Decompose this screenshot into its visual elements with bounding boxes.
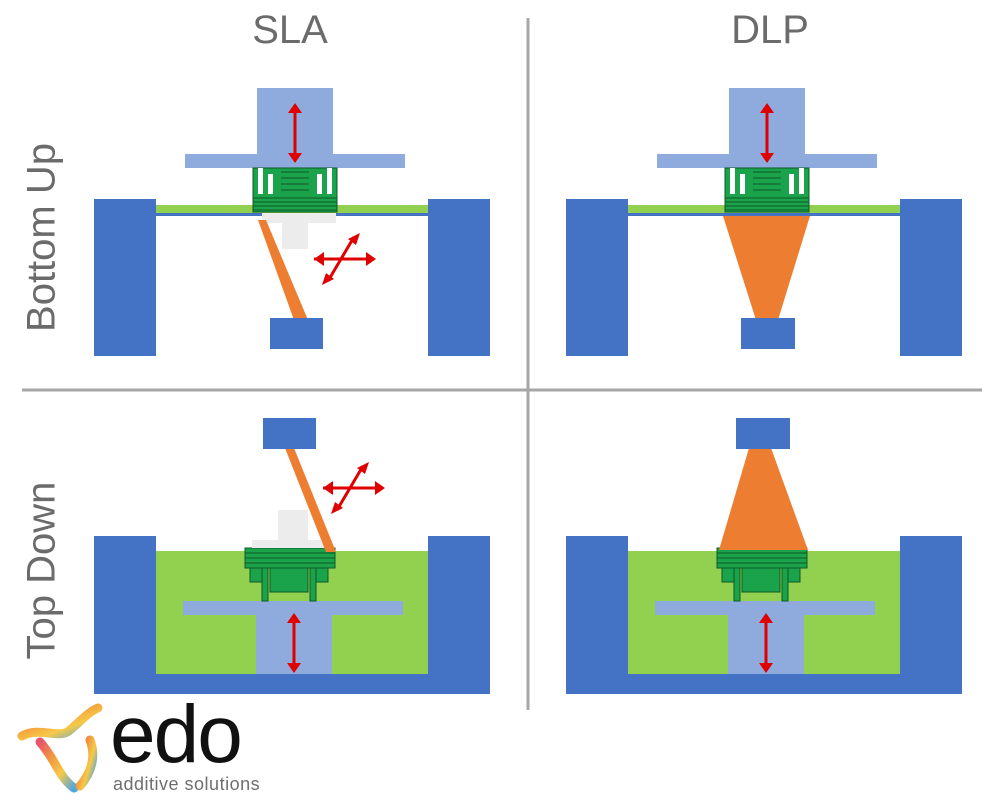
dlp-bottom-up-panel [566, 88, 962, 356]
build-platform [655, 601, 875, 615]
laser-xy-arrow [321, 460, 387, 516]
vat-window [628, 213, 900, 216]
build-platform [183, 601, 403, 615]
vat-bottom [94, 674, 490, 694]
vat-left-wall [566, 536, 628, 694]
support-shadow [252, 540, 332, 548]
projector-light [723, 216, 810, 320]
projector-source [736, 418, 790, 449]
projector-source [741, 318, 795, 349]
laser-source [263, 418, 316, 449]
edo-logo-mark-icon [17, 703, 103, 793]
column-title-sla: SLA [252, 8, 328, 52]
printed-part [724, 167, 810, 213]
support-shadow [282, 223, 308, 249]
vat-left-wall [94, 536, 156, 694]
frame-left-post [566, 199, 628, 356]
vat-right-wall [900, 536, 962, 694]
edo-logo-wordmark: edo [110, 689, 243, 780]
vat-right-wall [428, 536, 490, 694]
column-title-dlp: DLP [731, 8, 809, 52]
frame-right-post [900, 199, 962, 356]
frame-left-post [94, 199, 156, 356]
frame-right-post [428, 199, 490, 356]
edo-logo-tagline: additive solutions [113, 774, 261, 794]
vat-bottom [566, 674, 962, 694]
sla-top-down-panel [94, 418, 490, 694]
laser-beam [285, 448, 336, 552]
laser-beam [258, 220, 308, 320]
projector-light [719, 448, 808, 550]
printed-part [252, 167, 338, 213]
support-shadow [262, 213, 336, 223]
dlp-top-down-panel [566, 418, 962, 694]
laser-source [270, 318, 323, 349]
sla-bottom-up-panel [94, 88, 490, 356]
laser-xy-arrow [312, 231, 378, 287]
